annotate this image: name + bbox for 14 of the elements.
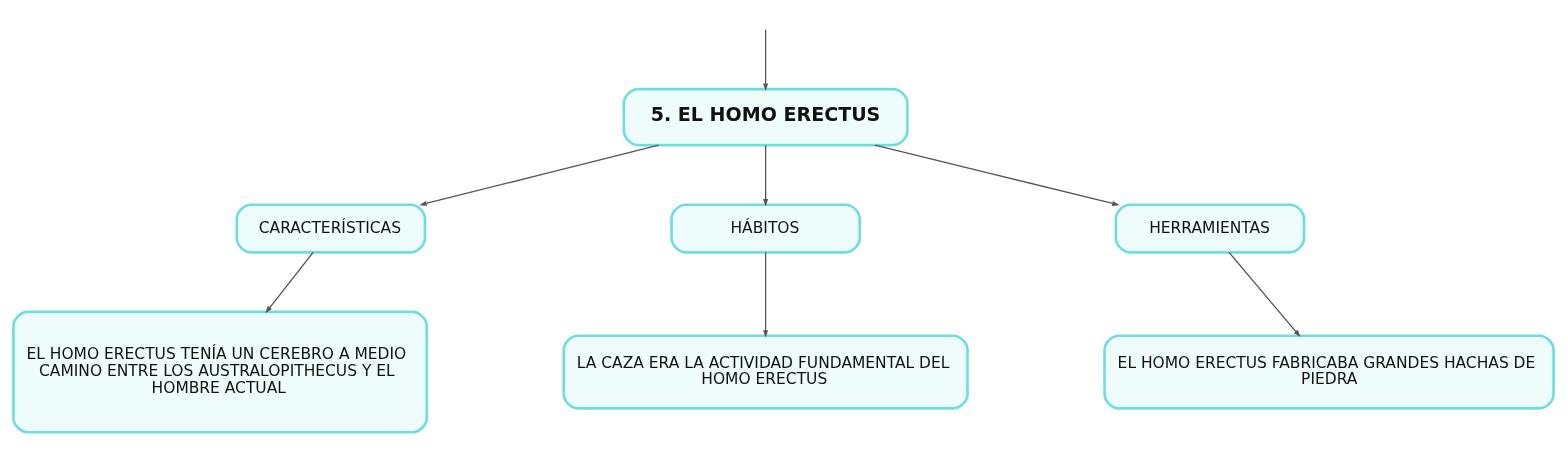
arrow [763,29,769,91]
arrow [1228,251,1301,338]
node-box: LA CAZA ERA LA ACTIVIDAD FUNDAMENTAL DEL HOMO ERECTUS [562,334,969,410]
arrow [763,144,769,207]
node-box: CARACTERÍSTICAS [235,203,427,254]
node-box: EL HOMO ERECTUS TENÍA UN CEREBRO A MEDIO CAMINO ENTRE LOS AUSTRALOPITHECUS Y EL HOMBRE ACTUAL [12,310,429,434]
arrow [763,251,769,338]
node-box: EL HOMO ERECTUS FABRICABA GRANDES HACHAS DE PIEDRA [1103,334,1555,410]
node-box: HERRAMIENTAS [1114,203,1306,254]
node-box: 5. EL HOMO ERECTUS [622,87,909,147]
arrow [265,251,314,314]
node-box: HÁBITOS [670,203,862,254]
arrow [874,144,1120,206]
arrow [419,144,660,206]
